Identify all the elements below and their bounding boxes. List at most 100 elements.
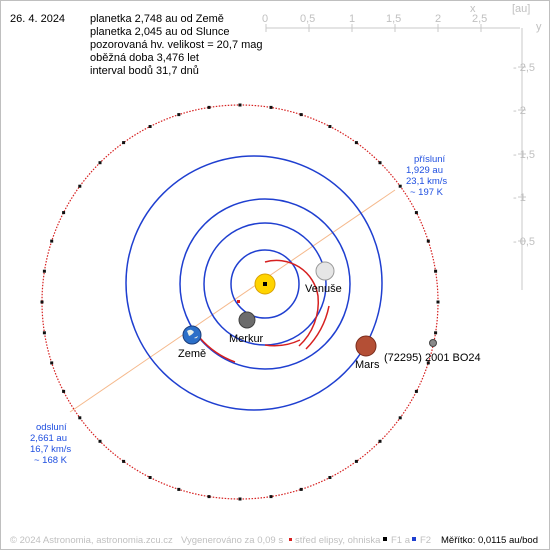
y-axis-label: y — [536, 21, 542, 33]
legend-center-marker — [289, 538, 292, 541]
orbit-point — [62, 211, 66, 215]
orbit-point — [42, 269, 46, 273]
orbit-point — [177, 113, 181, 117]
mars — [355, 335, 377, 357]
date: 26. 4. 2024 — [10, 13, 65, 25]
info-line-magnitude: pozorovaná hv. velikost = 20,7 mag — [90, 39, 263, 51]
orbit-point — [207, 105, 211, 109]
y-tick-1-5: - 1,5 — [513, 149, 535, 161]
venus — [315, 261, 335, 281]
footer-center-legend: střed elipsy, ohniska — [295, 535, 381, 546]
orbit-point — [299, 487, 303, 491]
orbit-point — [269, 495, 273, 499]
asteroid — [429, 339, 437, 347]
orbit-point — [436, 300, 440, 304]
orbit-point — [207, 495, 211, 499]
earth-continents — [187, 329, 198, 339]
orbit-point — [378, 161, 382, 165]
asteroid-label: (72295) 2001 BO24 — [384, 352, 481, 364]
orbit-point — [398, 416, 402, 420]
orbit-point — [426, 239, 430, 243]
venus-label: Venuše — [305, 283, 342, 295]
orbit-point — [148, 476, 152, 479]
orbit-point — [434, 269, 438, 273]
orbit-point — [42, 331, 46, 335]
earth-path-highlight — [199, 337, 236, 363]
orbit-point — [398, 184, 402, 188]
orbit-point — [434, 331, 438, 335]
apsis-line — [69, 189, 396, 413]
asteroid-orbit-points — [40, 103, 440, 501]
info-line-sun-distance: planetka 2,045 au od Slunce — [90, 26, 229, 38]
perihelion-speed: 23,1 km/s — [406, 176, 447, 187]
mercury-label: Merkur — [229, 333, 264, 345]
y-tick-2-5: - 2,5 — [513, 62, 535, 74]
orbit-point — [414, 211, 418, 215]
orbit-point — [50, 361, 54, 365]
footer-f2-legend: F2 — [420, 535, 431, 546]
orbit-point — [354, 459, 358, 463]
orbit-point — [148, 125, 152, 128]
orbit-point — [98, 439, 102, 443]
x-tick-1: 1 — [349, 13, 355, 25]
mercury — [238, 311, 256, 329]
sun-focus-marker — [263, 282, 267, 286]
aphelion-temperature: ~ 168 K — [34, 455, 68, 466]
y-axis-ticks — [518, 66, 526, 242]
orbit-point — [414, 389, 418, 393]
mars-path-highlight — [264, 259, 320, 347]
mars-orbit — [125, 155, 383, 411]
orbit-point — [378, 439, 382, 443]
perihelion-distance: 1,929 au — [406, 165, 443, 176]
aphelion-speed: 16,7 km/s — [30, 444, 71, 455]
footer-f1-legend: F1 a — [391, 535, 411, 546]
aphelion-distance: 2,661 au — [30, 433, 67, 444]
info-line-interval: interval bodů 31,7 dnů — [90, 65, 199, 77]
orbit-point — [328, 476, 332, 479]
earth — [182, 325, 202, 345]
mars-path-arc — [305, 305, 330, 350]
orbit-point — [299, 113, 303, 117]
orbit-point — [78, 416, 82, 420]
x-axis-label: x — [470, 3, 476, 15]
mars-label: Mars — [355, 359, 380, 371]
unit-label: [au] — [512, 3, 530, 15]
orbit-point — [269, 105, 273, 109]
footer-scale: Měřítko: 0,0115 au/bod — [441, 535, 538, 546]
info-line-earth-distance: planetka 2,748 au od Země — [90, 13, 224, 25]
orbit-point — [122, 459, 126, 463]
x-tick-2-5: 2,5 — [472, 13, 487, 25]
orbit-point — [426, 361, 430, 365]
x-tick-0-5: 0,5 — [300, 13, 315, 25]
legend-f2-marker — [412, 537, 416, 541]
aphelion-label: odsluní — [36, 422, 67, 433]
y-tick-1: - 1 — [513, 192, 526, 204]
orbit-point — [177, 487, 181, 491]
x-tick-0: 0 — [262, 13, 268, 25]
earth-label: Země — [178, 348, 206, 360]
footer-copyright: © 2024 Astronomia, astronomia.zcu.cz — [10, 535, 173, 546]
orbit-point — [238, 497, 242, 501]
ellipse-center-marker — [237, 300, 240, 303]
orbit-point — [50, 239, 54, 243]
x-tick-1-5: 1,5 — [386, 13, 401, 25]
orbit-point — [328, 125, 332, 128]
y-tick-0-5: - 0,5 — [513, 236, 535, 248]
perihelion-temperature: ~ 197 K — [410, 187, 444, 198]
venus-path-highlight — [264, 339, 301, 347]
legend-f1-marker — [383, 537, 387, 541]
orbit-point — [238, 103, 242, 107]
footer-generated: Vygenerováno za 0,09 s — [181, 535, 283, 546]
orbit-point — [40, 300, 44, 304]
earth-orbit — [179, 198, 351, 370]
orbit-point — [62, 389, 66, 393]
x-tick-2: 2 — [435, 13, 441, 25]
orbit-point — [354, 141, 358, 145]
x-axis-ticks — [265, 24, 482, 32]
orbit-point — [122, 141, 126, 145]
y-tick-2: - 2 — [513, 105, 526, 117]
orbit-point — [98, 161, 102, 165]
orbit-point — [78, 184, 82, 188]
mercury-orbit — [230, 249, 300, 319]
